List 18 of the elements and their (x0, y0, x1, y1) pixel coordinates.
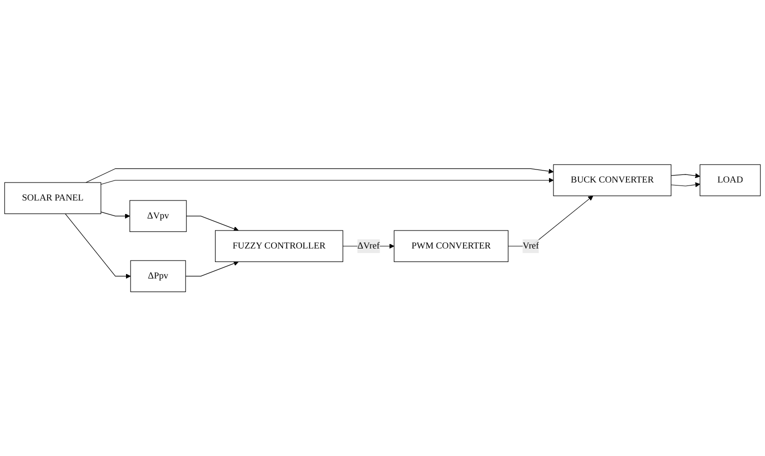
node-box: ΔVpv (130, 200, 187, 232)
node-box: BUCK CONVERTER (553, 164, 672, 196)
arrow (100, 177, 554, 184)
edge-label: Vref (522, 240, 539, 251)
node-box: SOLAR PANEL (4, 182, 102, 214)
arrow (65, 213, 131, 279)
node-box: ΔPpv (130, 260, 186, 292)
node-box: FUZZY CONTROLLER (215, 230, 344, 262)
arrow (100, 211, 130, 218)
arrow (185, 260, 239, 276)
edge-label: ΔVref (357, 240, 380, 251)
arrow (670, 172, 700, 178)
arrow (86, 168, 554, 183)
node-box: PWM CONVERTER (394, 230, 508, 262)
arrow (508, 195, 594, 246)
arrow (670, 182, 700, 188)
arrow (186, 216, 239, 232)
node-box: LOAD (700, 164, 761, 196)
